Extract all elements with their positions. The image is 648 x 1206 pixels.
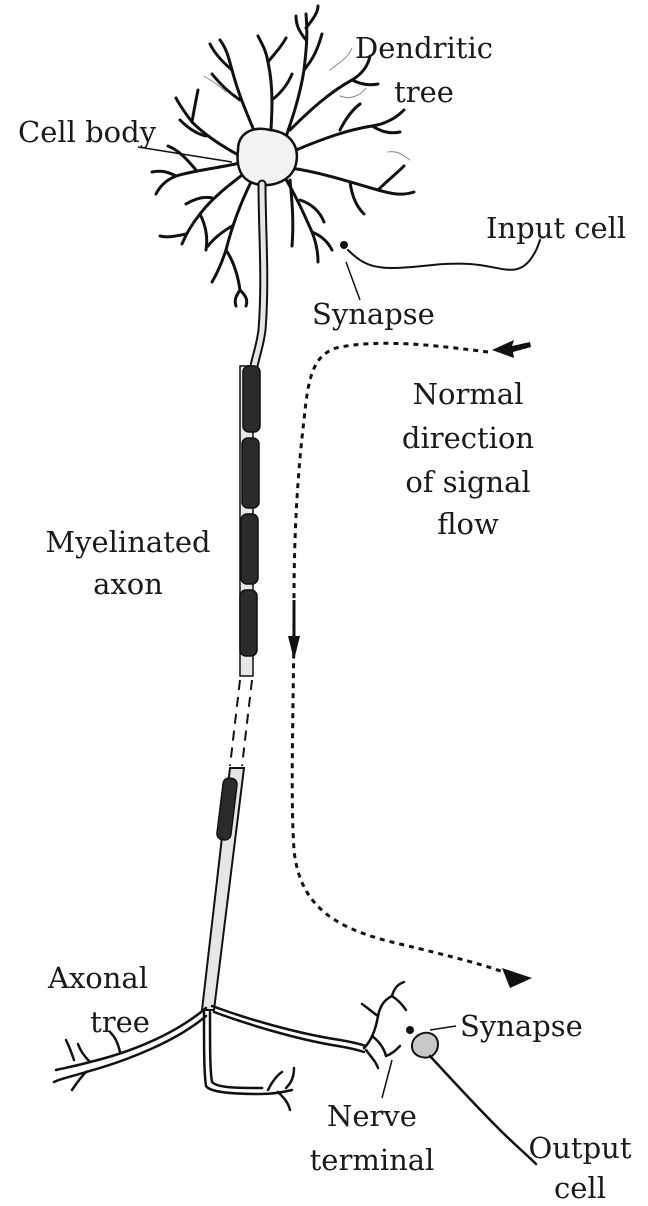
label-normal-direction-line1: Normal <box>413 377 524 411</box>
label-axonal-tree-line2: tree <box>90 1005 150 1039</box>
label-synapse-top: Synapse <box>312 297 435 331</box>
myelin-segment <box>243 366 260 432</box>
arrow-head-top <box>492 340 531 358</box>
myelin-segment <box>242 438 259 508</box>
label-output-cell-line2: cell <box>554 1171 606 1205</box>
leader-synapse-bottom <box>430 1026 456 1030</box>
leader-synapse-top <box>346 262 360 300</box>
axon-gap <box>230 680 252 766</box>
myelin-segment <box>240 590 257 656</box>
label-nerve-terminal-line2: terminal <box>310 1143 435 1177</box>
nerve-terminal <box>362 982 406 1068</box>
label-output-cell-line1: Output <box>528 1131 631 1165</box>
cell-body <box>238 129 297 185</box>
label-normal-direction-line4: flow <box>437 507 499 541</box>
label-cell-body: Cell body <box>18 115 157 149</box>
labels: Cell body Dendritic tree Input cell Syna… <box>18 31 632 1205</box>
synapse-dot-top <box>340 241 348 249</box>
label-myelinated-axon-line1: Myelinated <box>45 525 210 559</box>
label-normal-direction-line2: direction <box>402 421 534 455</box>
myelin-segment <box>241 514 258 584</box>
synapse-dot-bottom <box>406 1026 414 1034</box>
label-nerve-terminal-line1: Nerve <box>327 1099 417 1133</box>
label-myelinated-axon-line2: axon <box>93 567 163 601</box>
leader-lines <box>138 147 456 1098</box>
leader-nerve-terminal <box>382 1060 392 1098</box>
label-dendritic-tree-line2: tree <box>394 75 454 109</box>
label-dendritic-tree-line1: Dendritic <box>355 31 493 65</box>
arrow-head-bottom <box>502 968 532 988</box>
label-axonal-tree-line1: Axonal <box>47 961 148 995</box>
label-input-cell: Input cell <box>486 211 626 245</box>
label-normal-direction-line3: of signal <box>405 465 530 499</box>
label-synapse-bottom: Synapse <box>460 1009 583 1043</box>
